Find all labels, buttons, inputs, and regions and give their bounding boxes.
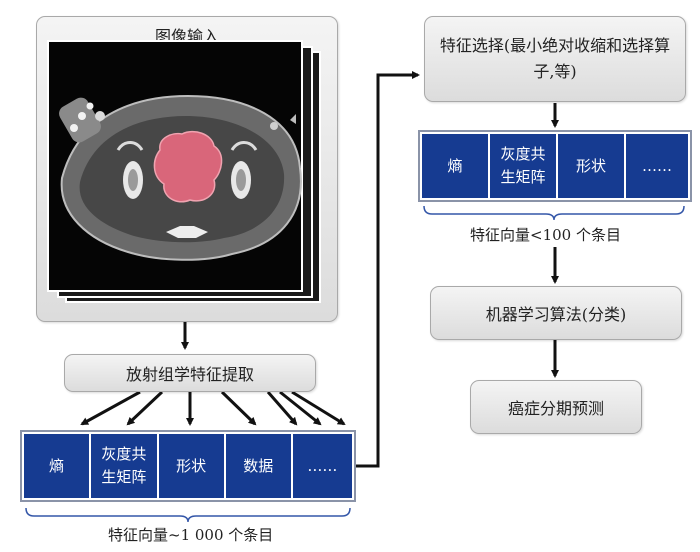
feature-vector-left-caption: 特征向量~1 000 个条目 [108, 526, 274, 544]
feature-vector-left: 熵 灰度共生矩阵 形状 数据 …… [20, 430, 356, 502]
arrow-extraction-to-cell-4 [220, 390, 257, 426]
feature-selection-box: 特征选择(最小绝对收缩和选择算子,等) [424, 16, 686, 102]
tumor-region [153, 130, 223, 203]
feature-vector-right-caption: 特征向量<100 个条目 [470, 226, 621, 244]
feature-cell-more: …… [292, 434, 352, 498]
feature-cell-more-right: …… [626, 134, 688, 198]
arrow-left-features-to-selection [356, 71, 420, 468]
radiomics-extraction-label: 放射组学特征提取 [125, 365, 254, 384]
feature-cell-glcm: 灰度共生矩阵 [91, 434, 157, 498]
feature-cell-shape-right: 形状 [558, 134, 624, 198]
feature-cell-glcm-right: 灰度共生矩阵 [490, 134, 556, 198]
cancer-staging-label: 癌症分期预测 [507, 399, 604, 418]
arrow-extraction-to-cell-5c [291, 390, 346, 426]
feature-cell-data: 数据 [225, 434, 291, 498]
feature-cell-shape: 形状 [158, 434, 224, 498]
feature-selection-label: 特征选择(最小绝对收缩和选择算子,等) [439, 36, 671, 81]
arrow-extraction-to-cell-1 [80, 390, 141, 426]
ml-algorithm-label: 机器学习算法(分类) [485, 305, 627, 324]
radiomics-extraction-box: 放射组学特征提取 [64, 354, 316, 392]
pubic-bone [166, 226, 208, 238]
cancer-staging-box: 癌症分期预测 [470, 380, 642, 434]
arrow-extraction-to-cell-5b [279, 390, 322, 426]
feature-vector-right: 熵 灰度共生矩阵 形状 …… [418, 130, 692, 202]
arrow-extraction-to-cell-2 [126, 390, 164, 426]
ml-algorithm-box: 机器学习算法(分类) [430, 286, 682, 340]
feature-cell-entropy-right: 熵 [422, 134, 488, 198]
arrow-extraction-to-cell-5a [266, 391, 298, 426]
feature-cell-entropy: 熵 [24, 434, 90, 498]
